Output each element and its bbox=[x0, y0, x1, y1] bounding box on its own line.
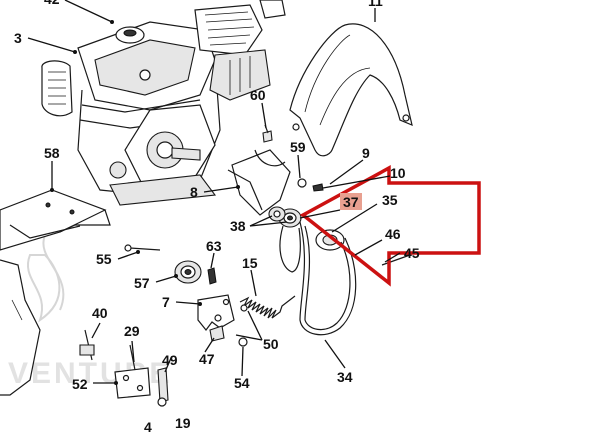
label-29: 29 bbox=[124, 323, 140, 339]
bracket-8 bbox=[227, 149, 291, 216]
pulley-38 bbox=[268, 206, 286, 222]
bolt-40 bbox=[79, 329, 95, 361]
label-40: 40 bbox=[92, 305, 108, 321]
part-labels: 42 11 3 60 58 59 9 10 8 37 35 38 46 45 6… bbox=[14, 0, 420, 432]
drive-belt-34 bbox=[279, 221, 357, 336]
bolt-55 bbox=[129, 247, 161, 251]
label-19: 19 bbox=[175, 415, 191, 431]
label-54: 54 bbox=[234, 375, 250, 391]
bolt-60 bbox=[262, 124, 273, 143]
label-58: 58 bbox=[44, 145, 60, 161]
label-52: 52 bbox=[72, 376, 88, 392]
label-4: 4 bbox=[144, 419, 152, 432]
spring-15 bbox=[239, 295, 296, 319]
label-57: 57 bbox=[134, 275, 150, 291]
label-7: 7 bbox=[162, 294, 170, 310]
label-15: 15 bbox=[242, 255, 258, 271]
label-3: 3 bbox=[14, 30, 22, 46]
label-50: 50 bbox=[263, 336, 279, 352]
idler-pulley-57 bbox=[174, 260, 202, 284]
label-34: 34 bbox=[337, 369, 353, 385]
label-9: 9 bbox=[362, 145, 370, 161]
label-47: 47 bbox=[199, 351, 215, 367]
label-60: 60 bbox=[250, 87, 266, 103]
label-8: 8 bbox=[190, 184, 198, 200]
label-37: 37 bbox=[343, 194, 359, 210]
bolt-63 bbox=[207, 267, 217, 285]
highlight-box-37 bbox=[340, 193, 362, 210]
engine bbox=[41, 0, 286, 206]
label-46: 46 bbox=[385, 226, 401, 242]
nut-54 bbox=[238, 337, 248, 347]
frame-bracket bbox=[0, 189, 111, 396]
label-42: 42 bbox=[44, 0, 60, 7]
washer-59 bbox=[297, 178, 307, 188]
label-55: 55 bbox=[96, 251, 112, 267]
washer-50 bbox=[240, 304, 248, 312]
callout-lines bbox=[27, 0, 401, 384]
label-45: 45 bbox=[404, 245, 420, 261]
label-63: 63 bbox=[206, 238, 222, 254]
bracket-52 bbox=[114, 344, 169, 407]
callout-dots bbox=[50, 20, 240, 385]
label-10: 10 bbox=[390, 165, 406, 181]
idler-arm-7 bbox=[197, 294, 235, 331]
screw-10 bbox=[312, 183, 324, 192]
pulley-35 bbox=[315, 229, 345, 251]
label-35: 35 bbox=[382, 192, 398, 208]
belt-cover bbox=[289, 23, 413, 157]
label-11: 11 bbox=[368, 0, 383, 9]
bolt-45 bbox=[381, 254, 411, 266]
label-49: 49 bbox=[162, 352, 178, 368]
label-59: 59 bbox=[290, 139, 306, 155]
bolt-47 bbox=[209, 325, 225, 342]
label-38: 38 bbox=[230, 218, 246, 234]
highlight-arrow bbox=[299, 165, 481, 287]
